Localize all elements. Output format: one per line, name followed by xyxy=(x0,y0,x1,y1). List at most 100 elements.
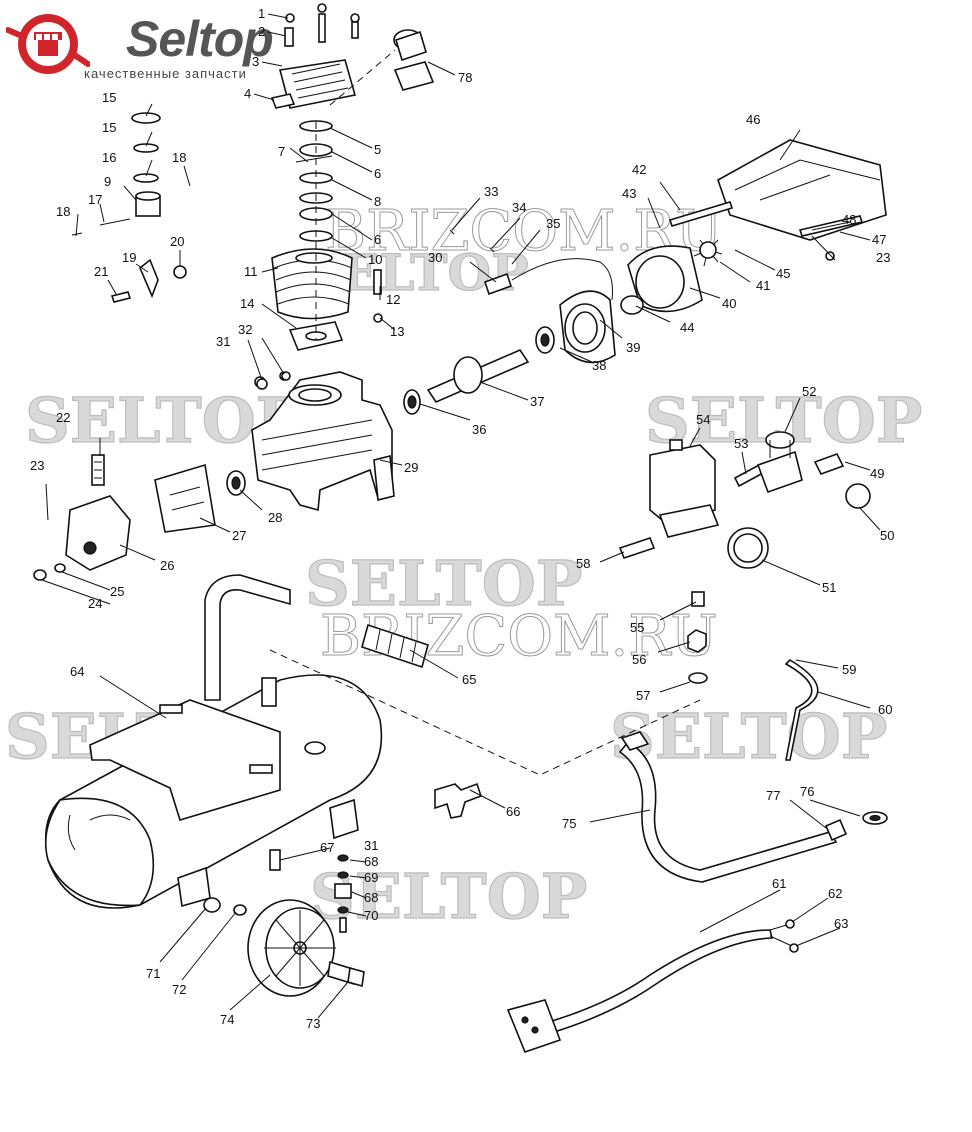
callout-label: 9 xyxy=(104,174,111,189)
callout-label: 56 xyxy=(632,652,646,667)
callout-label: 64 xyxy=(70,664,84,679)
power-cord xyxy=(506,919,799,1054)
callout-label: 26 xyxy=(160,558,174,573)
callout-label: 42 xyxy=(632,162,646,177)
callout-label: 39 xyxy=(626,340,640,355)
crankshaft-assembly xyxy=(226,326,555,496)
callout-label: 54 xyxy=(696,412,710,427)
seltop-logo: Seltop качественные запчасти xyxy=(6,6,306,81)
assembly-dash-lines xyxy=(269,49,701,776)
callout-label: 63 xyxy=(834,916,848,931)
fist-wrench-logo-icon xyxy=(6,14,90,74)
callout-label: 6 xyxy=(374,166,381,181)
callout-label: 66 xyxy=(506,804,520,819)
discharge-tube xyxy=(618,731,888,883)
callout-label: 49 xyxy=(870,466,884,481)
callout-label: 61 xyxy=(772,876,786,891)
callout-label: 48 xyxy=(842,212,856,227)
callout-label: 40 xyxy=(722,296,736,311)
callout-label: 38 xyxy=(592,358,606,373)
callout-label: 21 xyxy=(94,264,108,279)
callout-label: 6 xyxy=(374,232,381,247)
pressure-switch-assembly xyxy=(618,431,871,569)
callout-label: 33 xyxy=(484,184,498,199)
callout-label: 18 xyxy=(56,204,70,219)
callout-label: 23 xyxy=(30,458,44,473)
watermark-seltop: SELTOP xyxy=(610,700,887,773)
fan-assembly xyxy=(620,139,887,315)
wheel xyxy=(203,897,365,997)
callout-label: 75 xyxy=(562,816,576,831)
callout-label: 7 xyxy=(278,144,285,159)
callout-label: 53 xyxy=(734,436,748,451)
callout-label: 51 xyxy=(822,580,836,595)
callout-label: 27 xyxy=(232,528,246,543)
callout-label: 47 xyxy=(872,232,886,247)
callout-label: 50 xyxy=(880,528,894,543)
callout-label: 34 xyxy=(512,200,526,215)
callout-label: 19 xyxy=(122,250,136,265)
callout-label: 76 xyxy=(800,784,814,799)
callout-label: 31 xyxy=(216,334,230,349)
callout-labels: 1 2 3 4 5 6 7 8 9 10 11 12 13 14 15 15 1… xyxy=(30,6,894,1031)
callout-label: 16 xyxy=(102,150,116,165)
callout-label: 4 xyxy=(244,86,251,101)
callout-label: 68 xyxy=(364,890,378,905)
callout-label: 65 xyxy=(462,672,476,687)
callout-label: 30 xyxy=(428,250,442,265)
callout-label: 67 xyxy=(320,840,334,855)
elbow-fitting xyxy=(434,782,483,819)
misc-small-parts xyxy=(71,29,864,390)
callout-label: 58 xyxy=(576,556,590,571)
motor-stator xyxy=(483,258,616,364)
watermark-layer: SELTOP SELTOP SELTOP SELTOP SELTOP SELTO… xyxy=(4,199,923,934)
callout-label: 24 xyxy=(88,596,102,611)
callout-label: 20 xyxy=(170,234,184,249)
callout-label: 18 xyxy=(172,150,186,165)
foot-hardware xyxy=(269,849,352,933)
callout-label: 12 xyxy=(386,292,400,307)
callout-label: 31 xyxy=(364,838,378,853)
cylinder-head-assembly xyxy=(270,3,383,351)
callout-label: 70 xyxy=(364,908,378,923)
callout-label: 10 xyxy=(368,252,382,267)
callout-label: 2 xyxy=(258,24,265,39)
air-hose xyxy=(361,623,429,669)
callout-label: 43 xyxy=(622,186,636,201)
callout-label: 14 xyxy=(240,296,254,311)
callout-label: 77 xyxy=(766,788,780,803)
callout-label: 55 xyxy=(630,620,644,635)
callout-label: 28 xyxy=(268,510,282,525)
callout-label: 37 xyxy=(530,394,544,409)
callout-label: 74 xyxy=(220,1012,234,1027)
brand-tagline: качественные запчасти xyxy=(84,66,247,81)
watermark-seltop: SELTOP xyxy=(25,384,302,457)
callout-label: 36 xyxy=(472,422,486,437)
callout-label: 72 xyxy=(172,982,186,997)
callout-label: 78 xyxy=(458,70,472,85)
brand-name: Seltop xyxy=(126,11,274,67)
callout-label: 45 xyxy=(776,266,790,281)
callout-label: 52 xyxy=(802,384,816,399)
callout-label: 71 xyxy=(146,966,160,981)
callout-label: 15 xyxy=(102,90,116,105)
callout-label: 60 xyxy=(878,702,892,717)
leader-lines xyxy=(41,13,881,1019)
air-tank xyxy=(44,574,383,909)
watermark-seltop: SELTOP xyxy=(305,547,582,620)
callout-label: 29 xyxy=(404,460,418,475)
callout-label: 32 xyxy=(238,322,252,337)
callout-label: 3 xyxy=(252,54,259,69)
callout-label: 46 xyxy=(746,112,760,127)
callout-label: 73 xyxy=(306,1016,320,1031)
callout-label: 1 xyxy=(258,6,265,21)
callout-label: 13 xyxy=(390,324,404,339)
callout-label: 57 xyxy=(636,688,650,703)
rear-cover xyxy=(33,454,216,581)
callout-label: 69 xyxy=(364,870,378,885)
callout-label: 41 xyxy=(756,278,770,293)
callout-label: 17 xyxy=(88,192,102,207)
unloader-tube xyxy=(784,658,819,761)
callout-label: 25 xyxy=(110,584,124,599)
